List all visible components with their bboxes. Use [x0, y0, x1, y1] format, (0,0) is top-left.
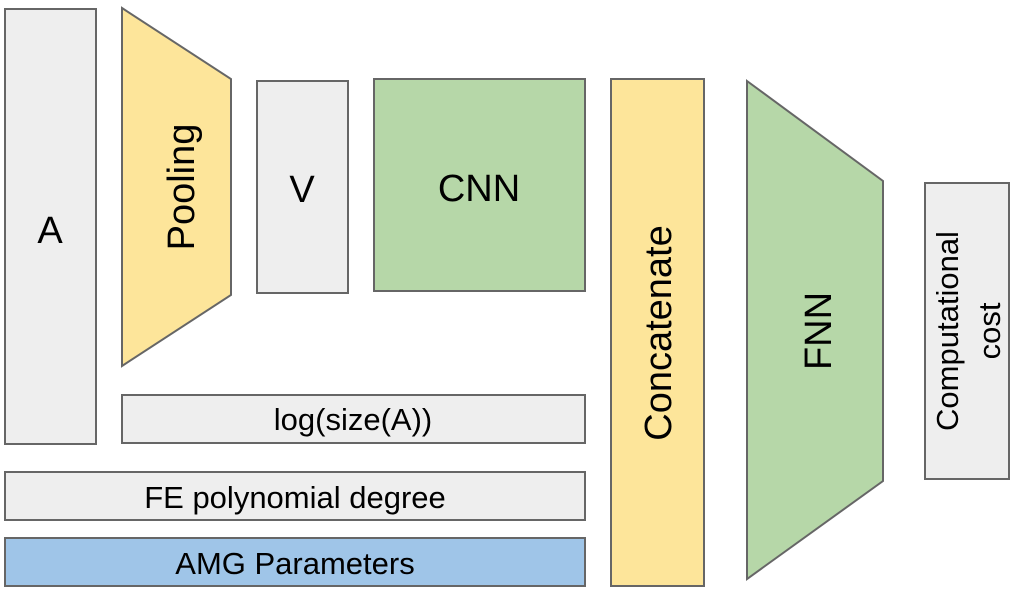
block-a-label: A: [37, 210, 63, 252]
block-a-shape: [4, 8, 97, 445]
block-concatenate-label: Concatenate: [638, 225, 680, 441]
block-a: A: [4, 8, 97, 445]
block-output-shape: [924, 182, 1010, 480]
block-fnn-label: FNN: [798, 292, 840, 370]
block-pooling-label: Pooling: [161, 124, 203, 251]
block-pooling: Pooling: [121, 6, 232, 368]
block-pooling-shape: [121, 6, 232, 368]
block-v: V: [256, 80, 349, 294]
block-output-label-line2: cost: [972, 302, 1007, 359]
block-amg-params-shape: [4, 537, 586, 587]
block-amg-params-label: AMG Parameters: [175, 546, 414, 581]
block-fe-degree-label: FE polynomial degree: [144, 480, 446, 515]
block-fnn: FNN: [746, 79, 884, 581]
block-cnn-shape: [373, 78, 586, 292]
block-cnn: CNN: [373, 78, 586, 292]
block-fe-degree-shape: [4, 471, 586, 521]
block-log-size-shape: [121, 394, 586, 444]
block-cnn-label: CNN: [438, 168, 520, 210]
block-concatenate-shape: [610, 78, 705, 587]
block-output-label-line1: Computational: [930, 231, 965, 431]
block-log-size-label: log(size(A)): [274, 402, 432, 437]
block-log-size: log(size(A)): [121, 394, 586, 444]
block-amg-params: AMG Parameters: [4, 537, 586, 587]
block-v-shape: [256, 80, 349, 294]
block-fe-degree: FE polynomial degree: [4, 471, 586, 521]
block-concatenate: Concatenate: [610, 78, 705, 587]
block-output: Computational cost: [924, 182, 1010, 480]
block-v-label: V: [289, 169, 315, 211]
block-fnn-shape: [746, 79, 884, 581]
